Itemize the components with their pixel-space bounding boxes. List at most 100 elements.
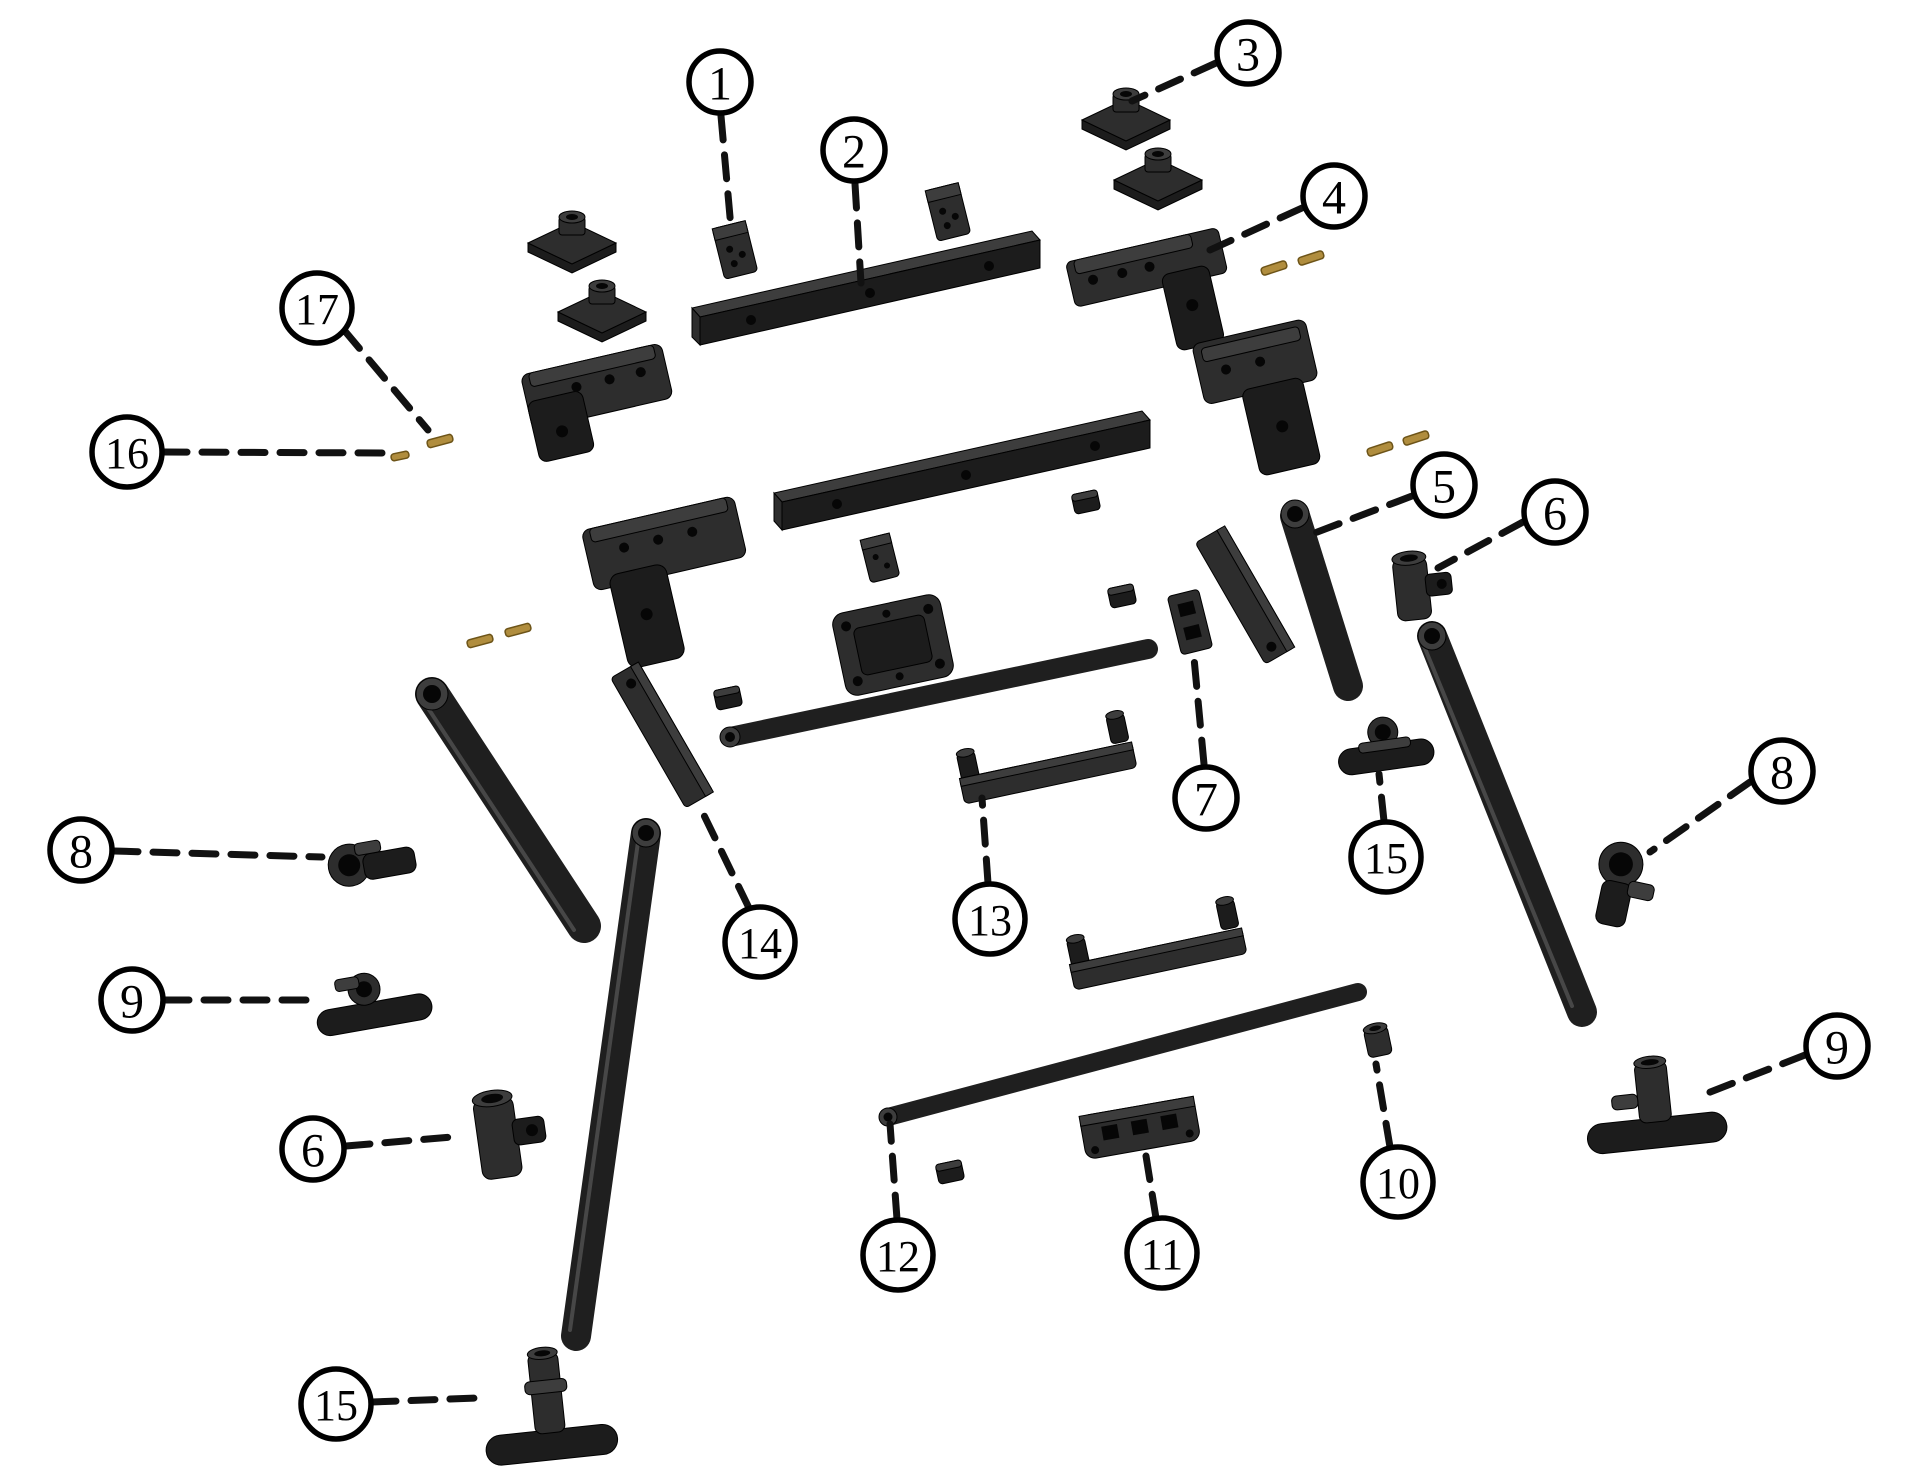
part-tube-long-right (1417, 621, 1597, 1027)
callout-number: 1 (708, 57, 732, 110)
callout-7: 7 (1172, 654, 1240, 832)
part-corner-bracket-top-left (521, 343, 673, 462)
callout-number: 9 (120, 975, 144, 1028)
part-pin (1402, 430, 1430, 446)
part-corner-bracket-right (1192, 319, 1321, 476)
callout-circle (686, 48, 754, 116)
part-bracket-small (711, 220, 758, 279)
part-foot-pad (1080, 87, 1172, 151)
part-hinge-bracket-11 (1078, 1095, 1200, 1159)
callout-number: 6 (301, 1124, 325, 1177)
callout-circle (1748, 737, 1816, 805)
leader-line (1308, 492, 1416, 538)
callout-number: 7 (1194, 773, 1218, 826)
part-foot-pad (556, 279, 648, 343)
part-pin (1297, 250, 1325, 266)
callout-15-right: 15 (1348, 770, 1424, 895)
part-clip (713, 685, 743, 711)
callout-8-right: 8 (1646, 737, 1816, 856)
callout-circle (1172, 764, 1240, 832)
part-tube-short-right (1280, 501, 1363, 701)
leader-line (342, 1133, 456, 1150)
callout-number: 10 (1376, 1159, 1420, 1208)
callout-number: 15 (1364, 834, 1408, 883)
callout-15-bottom: 15 (298, 1366, 482, 1442)
callout-circle (1360, 1144, 1436, 1220)
callout-circle (1803, 1012, 1871, 1080)
leader-line (978, 794, 992, 887)
callout-circle (47, 816, 115, 884)
callout-number: 3 (1236, 28, 1260, 81)
callout-1: 1 (686, 48, 754, 232)
callout-9-left: 9 (98, 966, 312, 1034)
leader-line (110, 847, 326, 861)
leader-line (695, 801, 753, 912)
leader-line (1696, 1051, 1809, 1100)
parts-layer (316, 87, 1728, 1466)
part-t-foot-9-right (1586, 1055, 1728, 1155)
callout-6-right: 6 (1434, 478, 1589, 572)
part-rail-top (691, 230, 1041, 347)
callout-10: 10 (1360, 1060, 1436, 1220)
part-foot-pad (526, 210, 618, 274)
part-angled-bar-right (1196, 525, 1296, 664)
callout-16: 16 (89, 414, 390, 490)
part-clip (1107, 583, 1137, 609)
part-pin (390, 450, 410, 462)
callout-8-left: 8 (47, 816, 326, 884)
leader-line (159, 448, 390, 457)
part-foot-pad (1112, 147, 1204, 211)
part-center-plate (832, 594, 954, 696)
callout-circle (820, 116, 888, 184)
callout-number: 2 (842, 125, 866, 178)
part-foot-9-left (316, 972, 433, 1037)
part-crossbar-13 (955, 710, 1137, 804)
leader-line (368, 1394, 482, 1406)
part-sleeve-10 (1362, 1022, 1393, 1058)
callout-circle (860, 1217, 936, 1293)
callout-circle (1348, 819, 1424, 895)
part-t-foot-bottom (485, 1346, 619, 1466)
callout-number: 6 (1543, 487, 1567, 540)
callout-number: 13 (968, 896, 1012, 945)
leader-line (340, 326, 432, 434)
part-pin (1260, 260, 1288, 276)
leader-line (1646, 778, 1754, 856)
part-tube-cross-lower (879, 983, 1367, 1126)
callout-circle (1521, 478, 1589, 546)
callout-circle (1124, 1215, 1200, 1291)
part-connector-6-right (1391, 550, 1453, 622)
part-tube-cross-middle (720, 639, 1158, 747)
callout-number: 17 (295, 285, 339, 334)
part-pin (426, 433, 454, 449)
callout-number: 4 (1322, 171, 1346, 224)
part-rail-middle (773, 410, 1151, 532)
part-tube-leg-left (561, 818, 661, 1351)
leader-line (886, 1120, 901, 1223)
part-tube-left-upper (415, 677, 601, 943)
leader-line (1434, 518, 1527, 572)
callout-number: 12 (876, 1232, 920, 1281)
leader-line (851, 180, 865, 287)
callout-circle (1214, 19, 1282, 87)
part-pin (466, 633, 494, 649)
part-clip (935, 1159, 965, 1185)
part-elbow-connector-8-right (1595, 841, 1655, 928)
callout-number: 15 (314, 1381, 358, 1430)
part-bracket-small (859, 532, 900, 583)
part-clip (1071, 489, 1101, 515)
callout-number: 16 (105, 429, 149, 478)
part-pin (1366, 441, 1394, 457)
part-pin (504, 622, 532, 638)
callout-17: 17 (279, 270, 432, 434)
callout-12: 12 (860, 1120, 936, 1293)
callout-circle (298, 1366, 374, 1442)
part-bracket-small (924, 182, 971, 241)
part-clamp-15 (1338, 716, 1435, 776)
leader-line (1190, 654, 1208, 768)
leader-line (717, 112, 735, 232)
leader-line (1128, 59, 1220, 105)
